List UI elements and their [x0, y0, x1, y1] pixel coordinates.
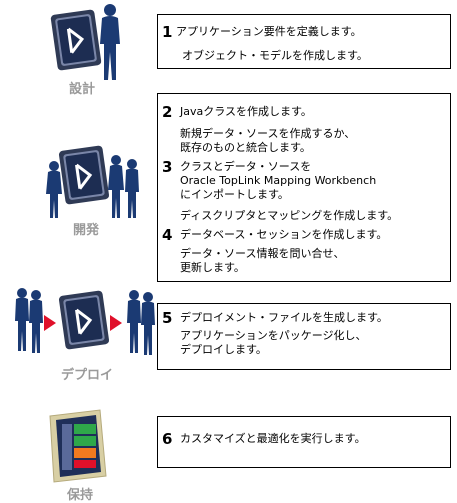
arrow-right-icon — [110, 315, 122, 331]
person-icon — [100, 4, 120, 80]
step-number: 2 — [162, 103, 173, 121]
person-icon — [46, 161, 62, 218]
document-chart-icon — [49, 409, 107, 483]
step-text: アプリケーションをパッケージ化し、 — [180, 329, 367, 342]
step-text: Javaクラスを作成します。 — [180, 105, 312, 118]
step-number: 6 — [162, 430, 173, 448]
step-number: 4 — [162, 226, 173, 244]
step-text: デプロイメント・ファイルを生成します。 — [180, 311, 388, 324]
maintain-stage-label: 保持 — [66, 488, 93, 503]
step-text: Oracle TopLink Mapping Workbench — [180, 174, 377, 187]
step-text: 新規データ・ソースを作成するか、 — [180, 127, 356, 140]
arrow-right-icon — [44, 315, 56, 331]
step-text: 既存のものと統合します。 — [180, 141, 311, 154]
tablet-icon — [50, 9, 102, 71]
maintain-steps-box: 6 カスタマイズと最適化を実行します。 — [157, 416, 451, 468]
design-steps-box: 1 アプリケーション要件を定義します。 オブジェクト・モデルを作成します。 — [157, 14, 451, 69]
deploy-steps-box: 5 デプロイメント・ファイルを生成します。 アプリケーションをパッケージ化し、 … — [157, 303, 451, 370]
step-number: 3 — [162, 158, 173, 176]
step-text: 更新します。 — [180, 261, 245, 274]
step-text: ディスクリプタとマッピングを作成します。 — [180, 209, 399, 222]
person-icon — [125, 159, 139, 218]
design-stage-label: 設計 — [68, 82, 95, 97]
tablet-icon — [58, 145, 110, 205]
step-text: デプロイします。 — [180, 343, 267, 356]
step-text: にインポートします。 — [180, 188, 289, 201]
design-stage-icon — [50, 4, 120, 80]
group-icon — [127, 290, 155, 355]
deploy-stage-icon — [15, 288, 155, 355]
step-text: データベース・セッションを作成します。 — [180, 228, 388, 241]
maintain-stage-icon — [49, 409, 107, 483]
step-text: クラスとデータ・ソースを — [180, 160, 312, 173]
step-text: オブジェクト・モデルを作成します。 — [182, 49, 368, 62]
step-text: カスタマイズと最適化を実行します。 — [180, 432, 366, 445]
deploy-stage-label: デプロイ — [60, 368, 113, 383]
step-text: アプリケーション要件を定義します。 — [176, 25, 362, 38]
person-icon — [108, 155, 124, 218]
tablet-icon — [58, 290, 110, 350]
develop-stage-icon — [46, 145, 139, 218]
step-text: データ・ソース情報を問い合せ、 — [180, 247, 345, 260]
group-icon — [15, 288, 43, 353]
develop-steps-box: 2 Javaクラスを作成します。 新規データ・ソースを作成するか、 既存のものと… — [157, 93, 451, 282]
step-number: 5 — [162, 309, 173, 327]
develop-stage-label: 開発 — [72, 223, 99, 238]
step-number: 1 — [162, 23, 173, 41]
